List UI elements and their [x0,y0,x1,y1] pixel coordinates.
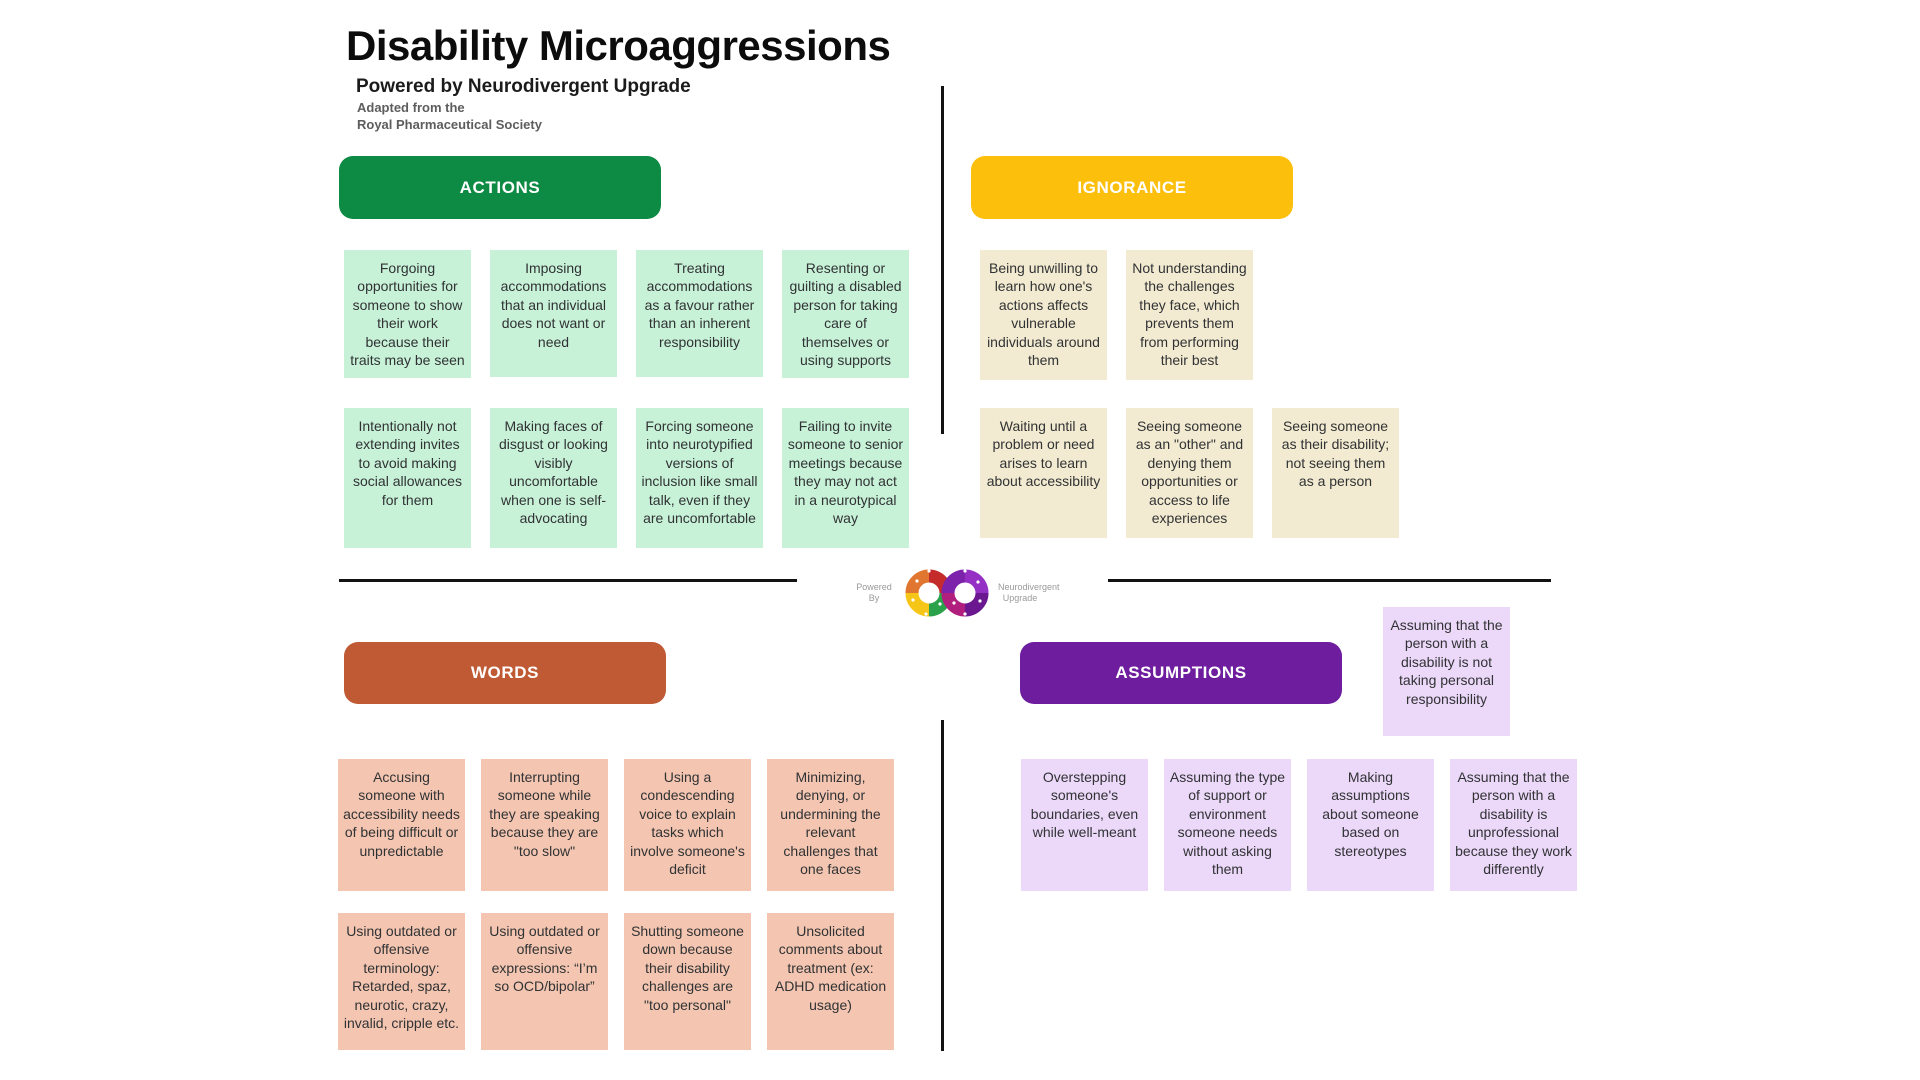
assumptions-note: Overstepping someone's boundaries, even … [1021,759,1148,891]
attribution-line2: Royal Pharmaceutical Society [357,116,542,132]
actions-note: Intentionally not extending invites to a… [344,408,471,548]
words-note: Unsolicited comments about treatment (ex… [767,913,894,1050]
words-note: Accusing someone with accessibility need… [338,759,465,891]
assumptions-note: Assuming that the person with a disabili… [1383,607,1510,736]
ignorance-note: Being unwilling to learn how one's actio… [980,250,1107,380]
subtitle: Powered by Neurodivergent Upgrade [356,76,691,97]
words-note: Using a condescending voice to explain t… [624,759,751,891]
ignorance-note: Waiting until a problem or need arises t… [980,408,1107,538]
assumptions-header: ASSUMPTIONS [1020,642,1342,704]
actions-header: ACTIONS [339,156,661,219]
actions-note: Resenting or guilting a disabled person … [782,250,909,378]
infinity-logo [905,569,989,617]
actions-note: Failing to invite someone to senior meet… [782,408,909,548]
divider-vertical-top [941,86,944,434]
assumptions-note: Assuming the type of support or environm… [1164,759,1291,891]
words-row-2: Using outdated or offensive terminology:… [338,913,894,1050]
actions-note: Making faces of disgust or looking visib… [490,408,617,548]
divider-horizontal-right [1108,579,1551,582]
assumptions-note: Assuming that the person with a disabili… [1450,759,1577,891]
actions-row-1: Forgoing opportunities for someone to sh… [344,250,909,378]
ignorance-header: IGNORANCE [971,156,1293,219]
words-note: Shutting someone down because their disa… [624,913,751,1050]
ignorance-note: Seeing someone as an "other" and denying… [1126,408,1253,538]
actions-row-2: Intentionally not extending invites to a… [344,408,909,548]
words-header: WORDS [344,642,666,704]
assumptions-note: Making assumptions about someone based o… [1307,759,1434,891]
ignorance-row-1: Being unwilling to learn how one's actio… [980,250,1253,380]
ignorance-note: Seeing someone as their disability; not … [1272,408,1399,538]
ignorance-header-label: IGNORANCE [1077,177,1187,197]
ignorance-row-2: Waiting until a problem or need arises t… [980,408,1399,538]
actions-header-label: ACTIONS [459,177,541,197]
divider-vertical-bottom [941,720,944,1051]
attribution: Adapted from the Royal Pharmaceutical So… [357,100,542,134]
logo-right-label: Neurodivergent Upgrade [998,581,1060,603]
words-note: Minimizing, denying, or undermining the … [767,759,894,891]
actions-note: Treating accommodations as a favour rath… [636,250,763,377]
words-row-1: Accusing someone with accessibility need… [338,759,894,891]
words-note: Interrupting someone while they are spea… [481,759,608,891]
ignorance-note: Not understanding the challenges they fa… [1126,250,1253,380]
words-note: Using outdated or offensive expressions:… [481,913,608,1050]
page-title: Disability Microaggressions [346,22,891,69]
assumptions-row-1: Overstepping someone's boundaries, even … [1021,759,1577,891]
actions-note: Imposing accommodations that an individu… [490,250,617,377]
assumptions-header-label: ASSUMPTIONS [1115,663,1247,682]
words-note: Using outdated or offensive terminology:… [338,913,465,1050]
logo-left-label: Powered By [856,581,892,603]
words-header-label: WORDS [470,663,540,682]
actions-note: Forgoing opportunities for someone to sh… [344,250,471,378]
divider-horizontal-left [339,579,797,582]
attribution-line1: Adapted from the [357,100,465,115]
center-logo: Powered By Neurodivergent Upgrad [852,556,1060,630]
actions-note: Forcing someone into neurotypified versi… [636,408,763,548]
